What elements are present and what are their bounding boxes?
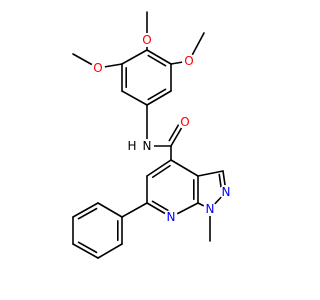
bond-F5-F6-second [77, 207, 98, 220]
bond-A3-A4 [146, 90, 172, 106]
atom-label-o_left: O [93, 61, 102, 75]
bond-C3a-C3 [197, 170, 224, 177]
atom-label-h: H [127, 139, 136, 153]
atom-bg-nh [140, 139, 154, 153]
bond-A4-A5 [121, 90, 148, 106]
atom-label-n_methyl: N [206, 202, 215, 216]
atom-bg-o_right [182, 54, 196, 68]
atom-bg-o_carbonyl [178, 115, 192, 129]
atom-bg-n_methyl [203, 202, 217, 216]
bond-C4-C3a [170, 159, 199, 177]
atom-bg-n_pyrazole [219, 185, 233, 199]
atom-label-n_pyrazole: N [222, 185, 231, 199]
atom-bg-n_pyridine [164, 210, 178, 224]
bond-A3-A4-second [147, 88, 167, 101]
bond-F6-F1 [97, 202, 123, 218]
atom-label-o_right: O [184, 54, 193, 68]
atom-label-o_top: O [142, 33, 151, 47]
bond-C6-F1 [121, 202, 148, 218]
atom-label-o_carbonyl: O [180, 115, 189, 129]
bond-F3-F4 [72, 243, 99, 259]
atom-bg-h [126, 139, 138, 153]
atom-bg-o_top [140, 33, 154, 47]
atom-label-nh: N [143, 139, 152, 153]
bond-Cam-Ocarb-second [168, 122, 181, 142]
bond-C5-C4-second [151, 164, 171, 179]
bond-C5-C4 [146, 159, 172, 177]
bond-F5-F6 [72, 202, 99, 218]
bond-F3-F4-second [77, 241, 98, 254]
bond-F2-F3 [97, 243, 123, 259]
atom-label-n_pyridine: N [167, 210, 176, 224]
bond-N7-C6-second [151, 200, 171, 213]
bond-A1-A2 [146, 49, 172, 65]
bond-A1-A2-second [147, 54, 167, 67]
bond-A6-A1 [121, 49, 148, 65]
atom-bg-o_left [91, 61, 105, 75]
